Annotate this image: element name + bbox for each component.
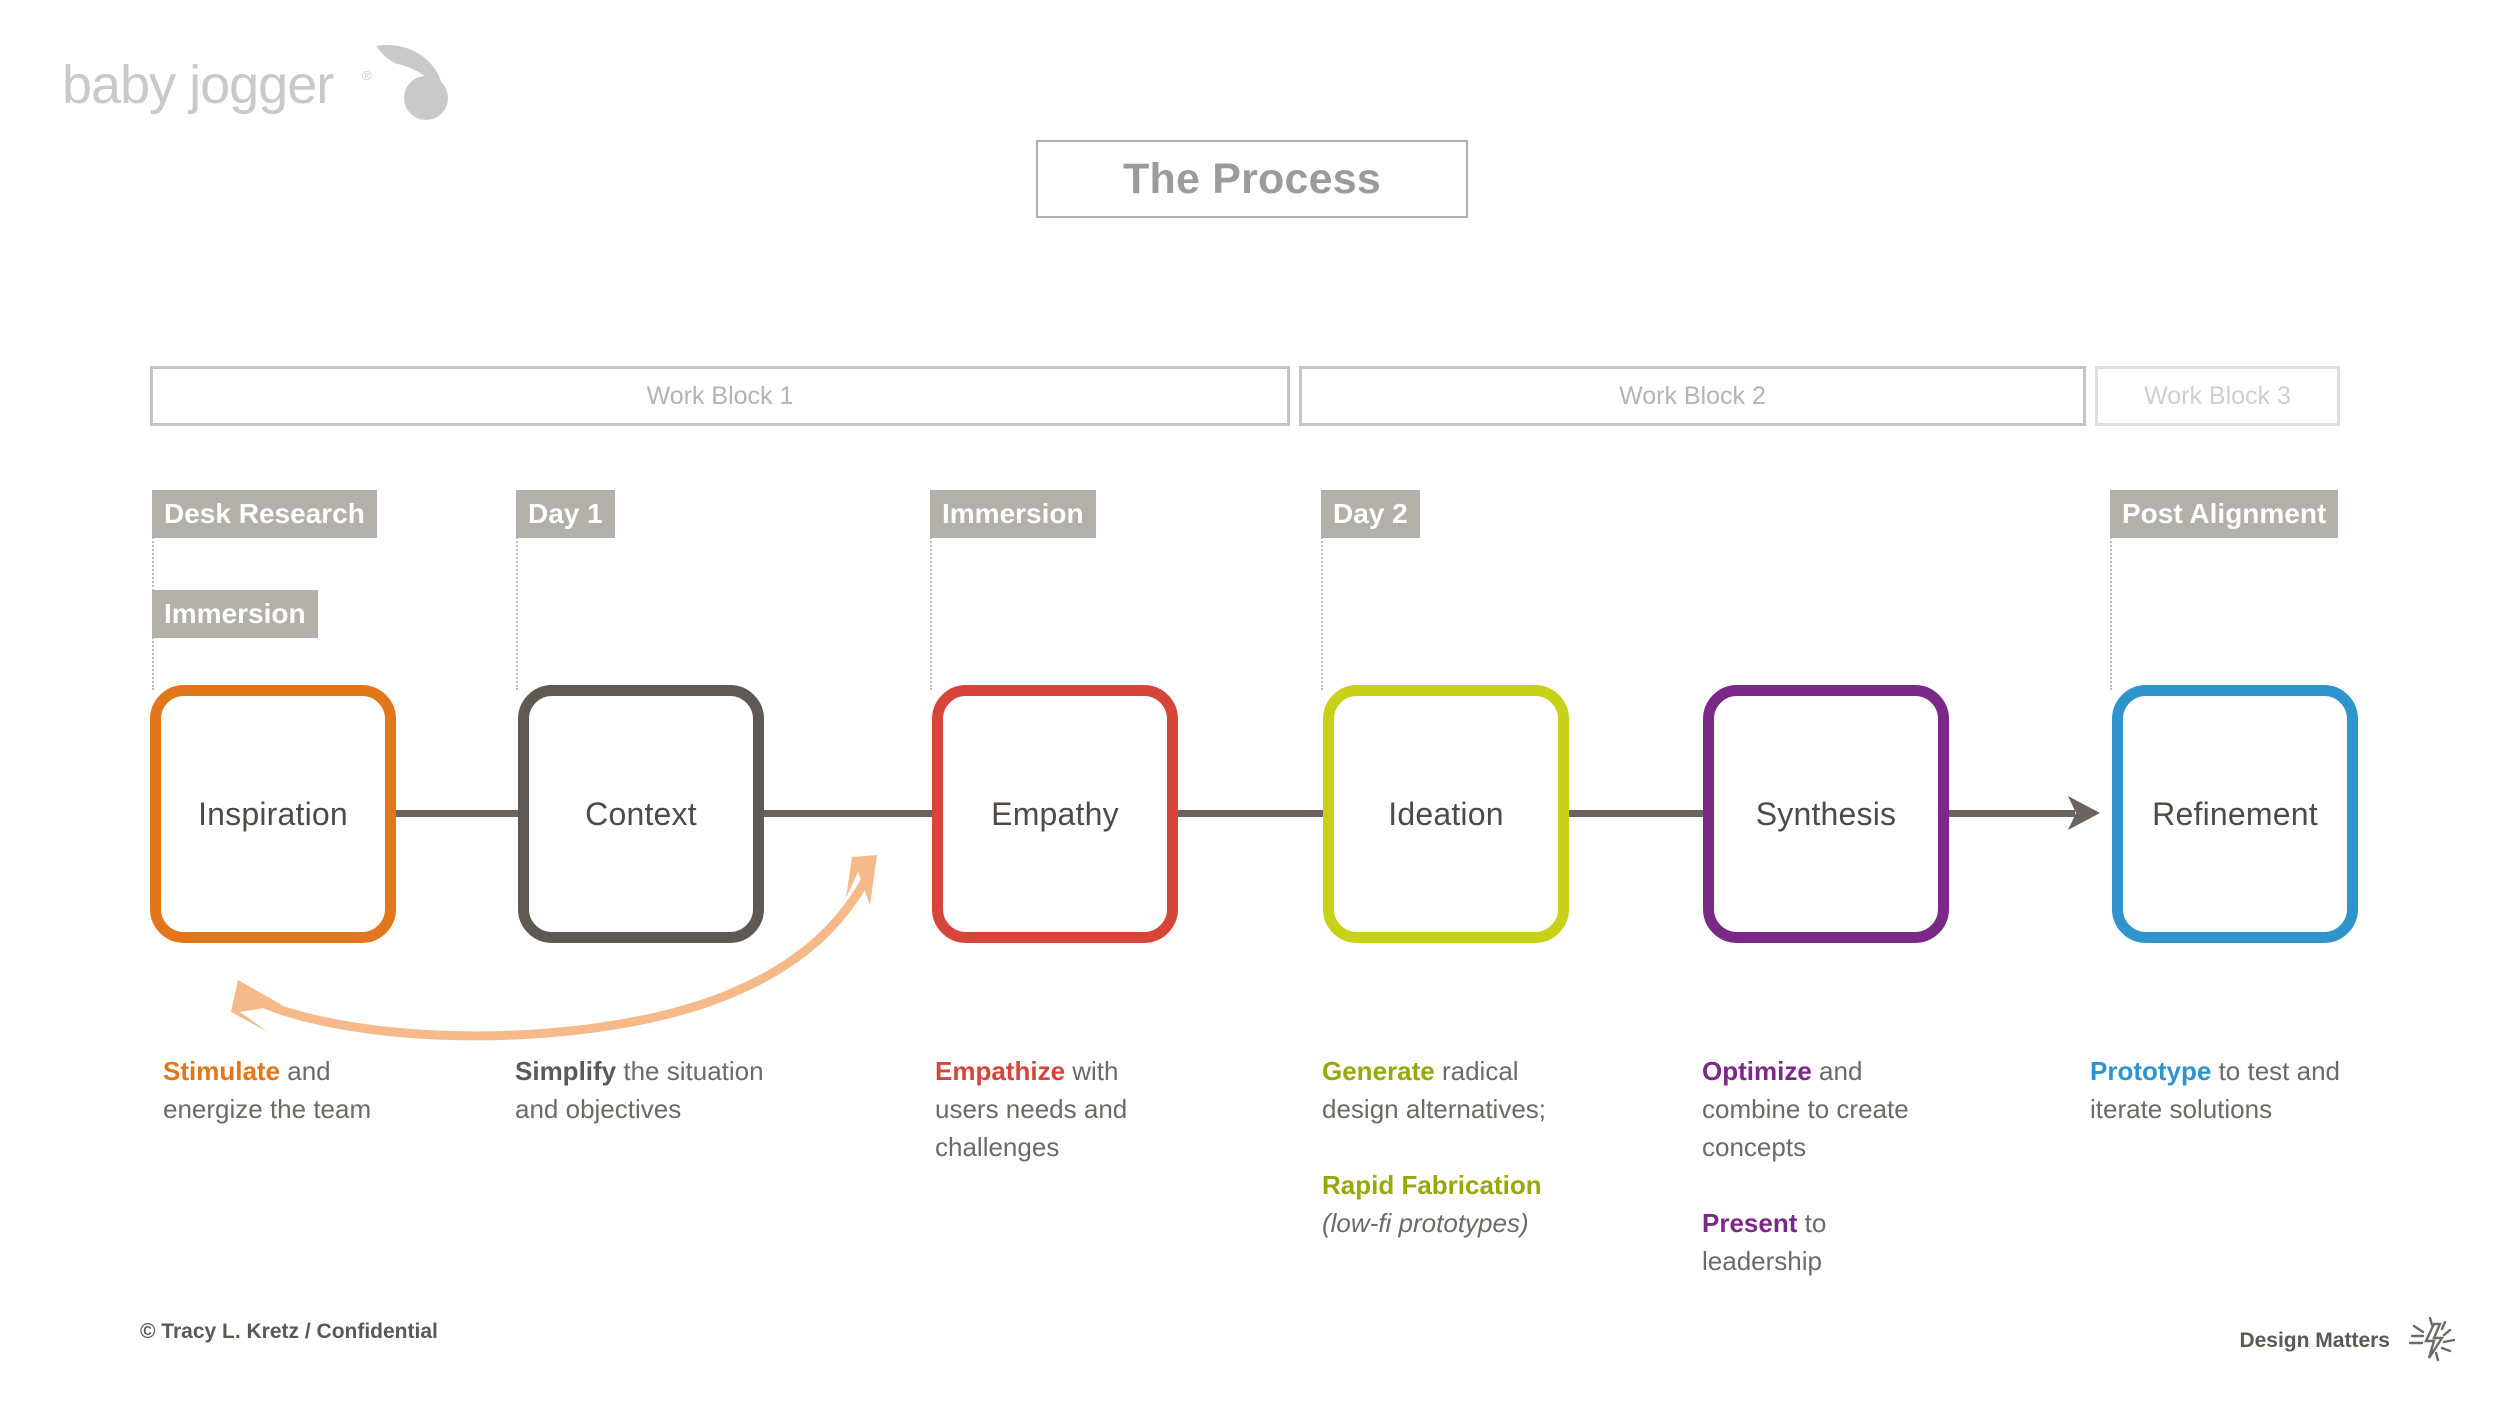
connector-context-empathy — [758, 810, 936, 817]
connector-ideation-synthesis — [1563, 810, 1706, 817]
work-block-3: Work Block 3 — [2095, 366, 2340, 426]
caption-keyword: Simplify — [515, 1056, 617, 1086]
guide-line-day-2 — [1321, 490, 1323, 690]
work-block-label: Work Block 2 — [1619, 381, 1766, 410]
caption-keyword: Optimize — [1702, 1056, 1812, 1086]
badge-immersion-2: Immersion — [930, 490, 1096, 538]
feedback-arrow-head-right — [846, 855, 877, 905]
guide-line-immersion — [930, 490, 932, 690]
badge-label: Day 2 — [1333, 498, 1408, 529]
work-block-2: Work Block 2 — [1299, 366, 2086, 426]
process-step-label: Context — [585, 795, 697, 832]
caption-keyword: Prototype — [2090, 1056, 2212, 1086]
footer-brand: Design Matters — [2239, 1316, 2460, 1366]
badge-post-alignment: Post Alignment — [2110, 490, 2339, 538]
footer-copyright: © Tracy L. Kretz / Confidential — [140, 1320, 438, 1343]
caption-synthesis: Optimize and combine to create concepts … — [1702, 1052, 1942, 1280]
badge-label: Immersion — [942, 498, 1084, 529]
work-block-label: Work Block 3 — [2144, 381, 2291, 410]
process-step-label: Refinement — [2152, 795, 2318, 832]
caption-rest: and energize the team — [163, 1056, 372, 1124]
badge-label: Immersion — [164, 598, 306, 629]
process-step-empathy[interactable]: Empathy — [932, 685, 1178, 943]
process-step-inspiration[interactable]: Inspiration — [150, 685, 396, 943]
badge-immersion-1: Immersion — [152, 590, 318, 638]
guide-line-post-alignment — [2110, 490, 2112, 690]
caption-keyword: Present — [1702, 1208, 1798, 1238]
caption-context: Simplify the situation and objectives — [515, 1052, 805, 1128]
connector-empathy-ideation — [1172, 810, 1327, 817]
work-block-label: Work Block 1 — [646, 381, 794, 410]
caption-rest: and combine to create concepts — [1702, 1056, 1909, 1162]
caption-rest: to test and iterate solutions — [2090, 1056, 2340, 1124]
slide-title-box: The Process — [1036, 140, 1468, 218]
brand-logo: baby jogger ® — [62, 38, 448, 128]
guide-line-day-1 — [516, 490, 518, 690]
badge-label: Post Alignment — [2122, 498, 2327, 529]
swoosh-icon — [372, 38, 452, 124]
connector-inspiration-context — [390, 810, 520, 817]
badge-desk-research: Desk Research — [152, 490, 377, 538]
caption-keyword: Empathize — [935, 1056, 1066, 1086]
caption-rest: to leadership — [1702, 1208, 1827, 1276]
badge-label: Day 1 — [528, 498, 603, 529]
caption-keyword: Rapid Fabrication — [1322, 1170, 1542, 1200]
caption-ideation: Generate radical design alternatives; Ra… — [1322, 1052, 1582, 1242]
badge-day-2: Day 2 — [1321, 490, 1420, 538]
caption-rest: radical design alternatives; — [1322, 1056, 1547, 1124]
caption-rest: the situation and objectives — [515, 1056, 764, 1124]
caption-keyword: Stimulate — [163, 1056, 281, 1086]
badge-label: Desk Research — [164, 498, 365, 529]
process-step-refinement[interactable]: Refinement — [2112, 685, 2358, 943]
process-step-ideation[interactable]: Ideation — [1323, 685, 1569, 943]
caption-inspiration: Stimulate and energize the team — [163, 1052, 383, 1128]
caption-italic-note: (low-fi prototypes) — [1322, 1208, 1529, 1238]
process-step-label: Synthesis — [1755, 795, 1897, 832]
registered-mark: ® — [362, 68, 372, 83]
brand-logo-text: baby jogger — [62, 55, 334, 115]
caption-rest: with users needs and challenges — [935, 1056, 1128, 1162]
process-step-context[interactable]: Context — [518, 685, 764, 943]
work-block-1: Work Block 1 — [150, 366, 1290, 426]
caption-empathy: Empathize with users needs and challenge… — [935, 1052, 1170, 1166]
badge-day-1: Day 1 — [516, 490, 615, 538]
spark-bolt-icon — [2404, 1316, 2460, 1366]
caption-keyword: Generate — [1322, 1056, 1435, 1086]
process-step-label: Empathy — [991, 795, 1119, 832]
process-step-label: Ideation — [1388, 795, 1504, 832]
feedback-arrow-head-left — [231, 980, 282, 1032]
page-title: The Process — [1123, 154, 1381, 203]
process-step-synthesis[interactable]: Synthesis — [1703, 685, 1949, 943]
footer-brand-label: Design Matters — [2239, 1329, 2390, 1352]
connector-synthesis-refinement — [1943, 810, 2075, 817]
caption-refinement: Prototype to test and iterate solutions — [2090, 1052, 2390, 1128]
process-step-label: Inspiration — [198, 795, 348, 832]
